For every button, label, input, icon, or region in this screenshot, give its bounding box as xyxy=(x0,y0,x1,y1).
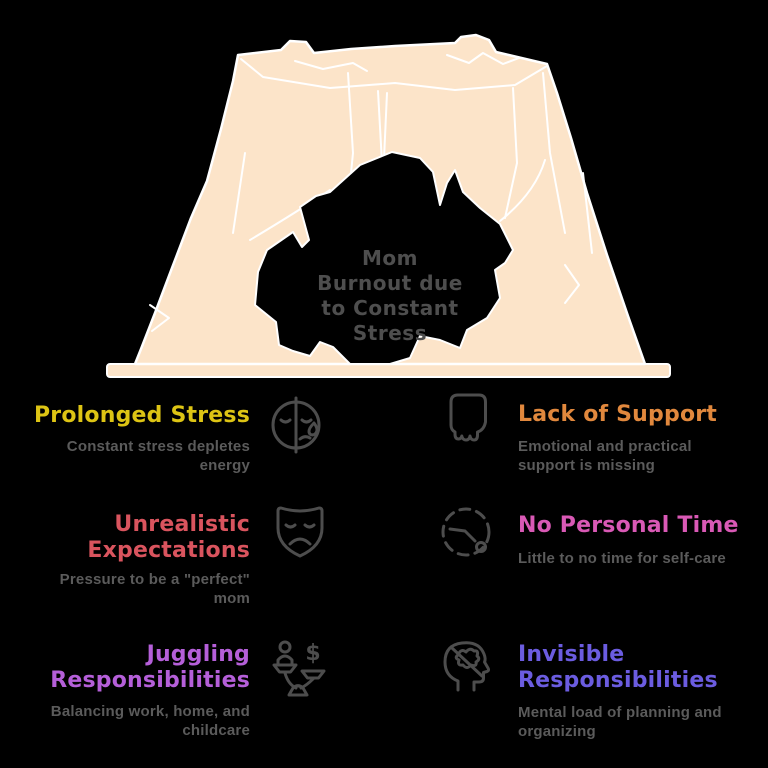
main-title-line: Mom xyxy=(362,246,418,270)
factor-title-juggling-responsibilities: Juggling Responsibilities xyxy=(50,642,250,693)
cave-rock-illustration xyxy=(106,33,671,378)
factor-title-unrealistic-expectations: Unrealistic Expectations xyxy=(87,512,250,563)
main-title: Mom Burnout due to Constant Stress xyxy=(280,246,500,346)
head-brain-icon xyxy=(437,635,497,695)
ground-bar xyxy=(106,363,671,378)
factor-title-invisible-responsibilities: Invisible Responsibilities xyxy=(518,642,718,693)
personal-clock-icon xyxy=(437,503,497,563)
factor-desc-juggling-responsibilities: Balancing work, home, and childcare xyxy=(50,703,250,739)
stressed-face-icon xyxy=(266,394,326,454)
factor-title-no-personal-time: No Personal Time xyxy=(518,513,739,538)
factor-title-lack-of-support: Lack of Support xyxy=(518,402,718,427)
dollar-glyph: $ xyxy=(305,641,320,666)
main-title-line: to Constant xyxy=(321,296,459,320)
factor-desc-unrealistic-expectations: Pressure to be a "perfect" mom xyxy=(59,571,250,607)
main-title-line: Burnout due xyxy=(317,271,463,295)
main-title-line: Stress xyxy=(352,321,428,345)
factor-desc-no-personal-time: Little to no time for self-care xyxy=(518,550,726,567)
factor-desc-lack-of-support: Emotional and practical support is missi… xyxy=(518,438,692,474)
cave-opening xyxy=(254,151,514,365)
sad-mask-icon xyxy=(270,501,330,561)
factor-desc-prolonged-stress: Constant stress depletes energy xyxy=(66,438,250,474)
factor-desc-invisible-responsibilities: Mental load of planning and organizing xyxy=(518,704,722,740)
helping-hand-icon xyxy=(441,389,501,449)
balance-scale-icon: $ xyxy=(268,638,328,698)
factor-title-prolonged-stress: Prolonged Stress xyxy=(33,403,250,428)
